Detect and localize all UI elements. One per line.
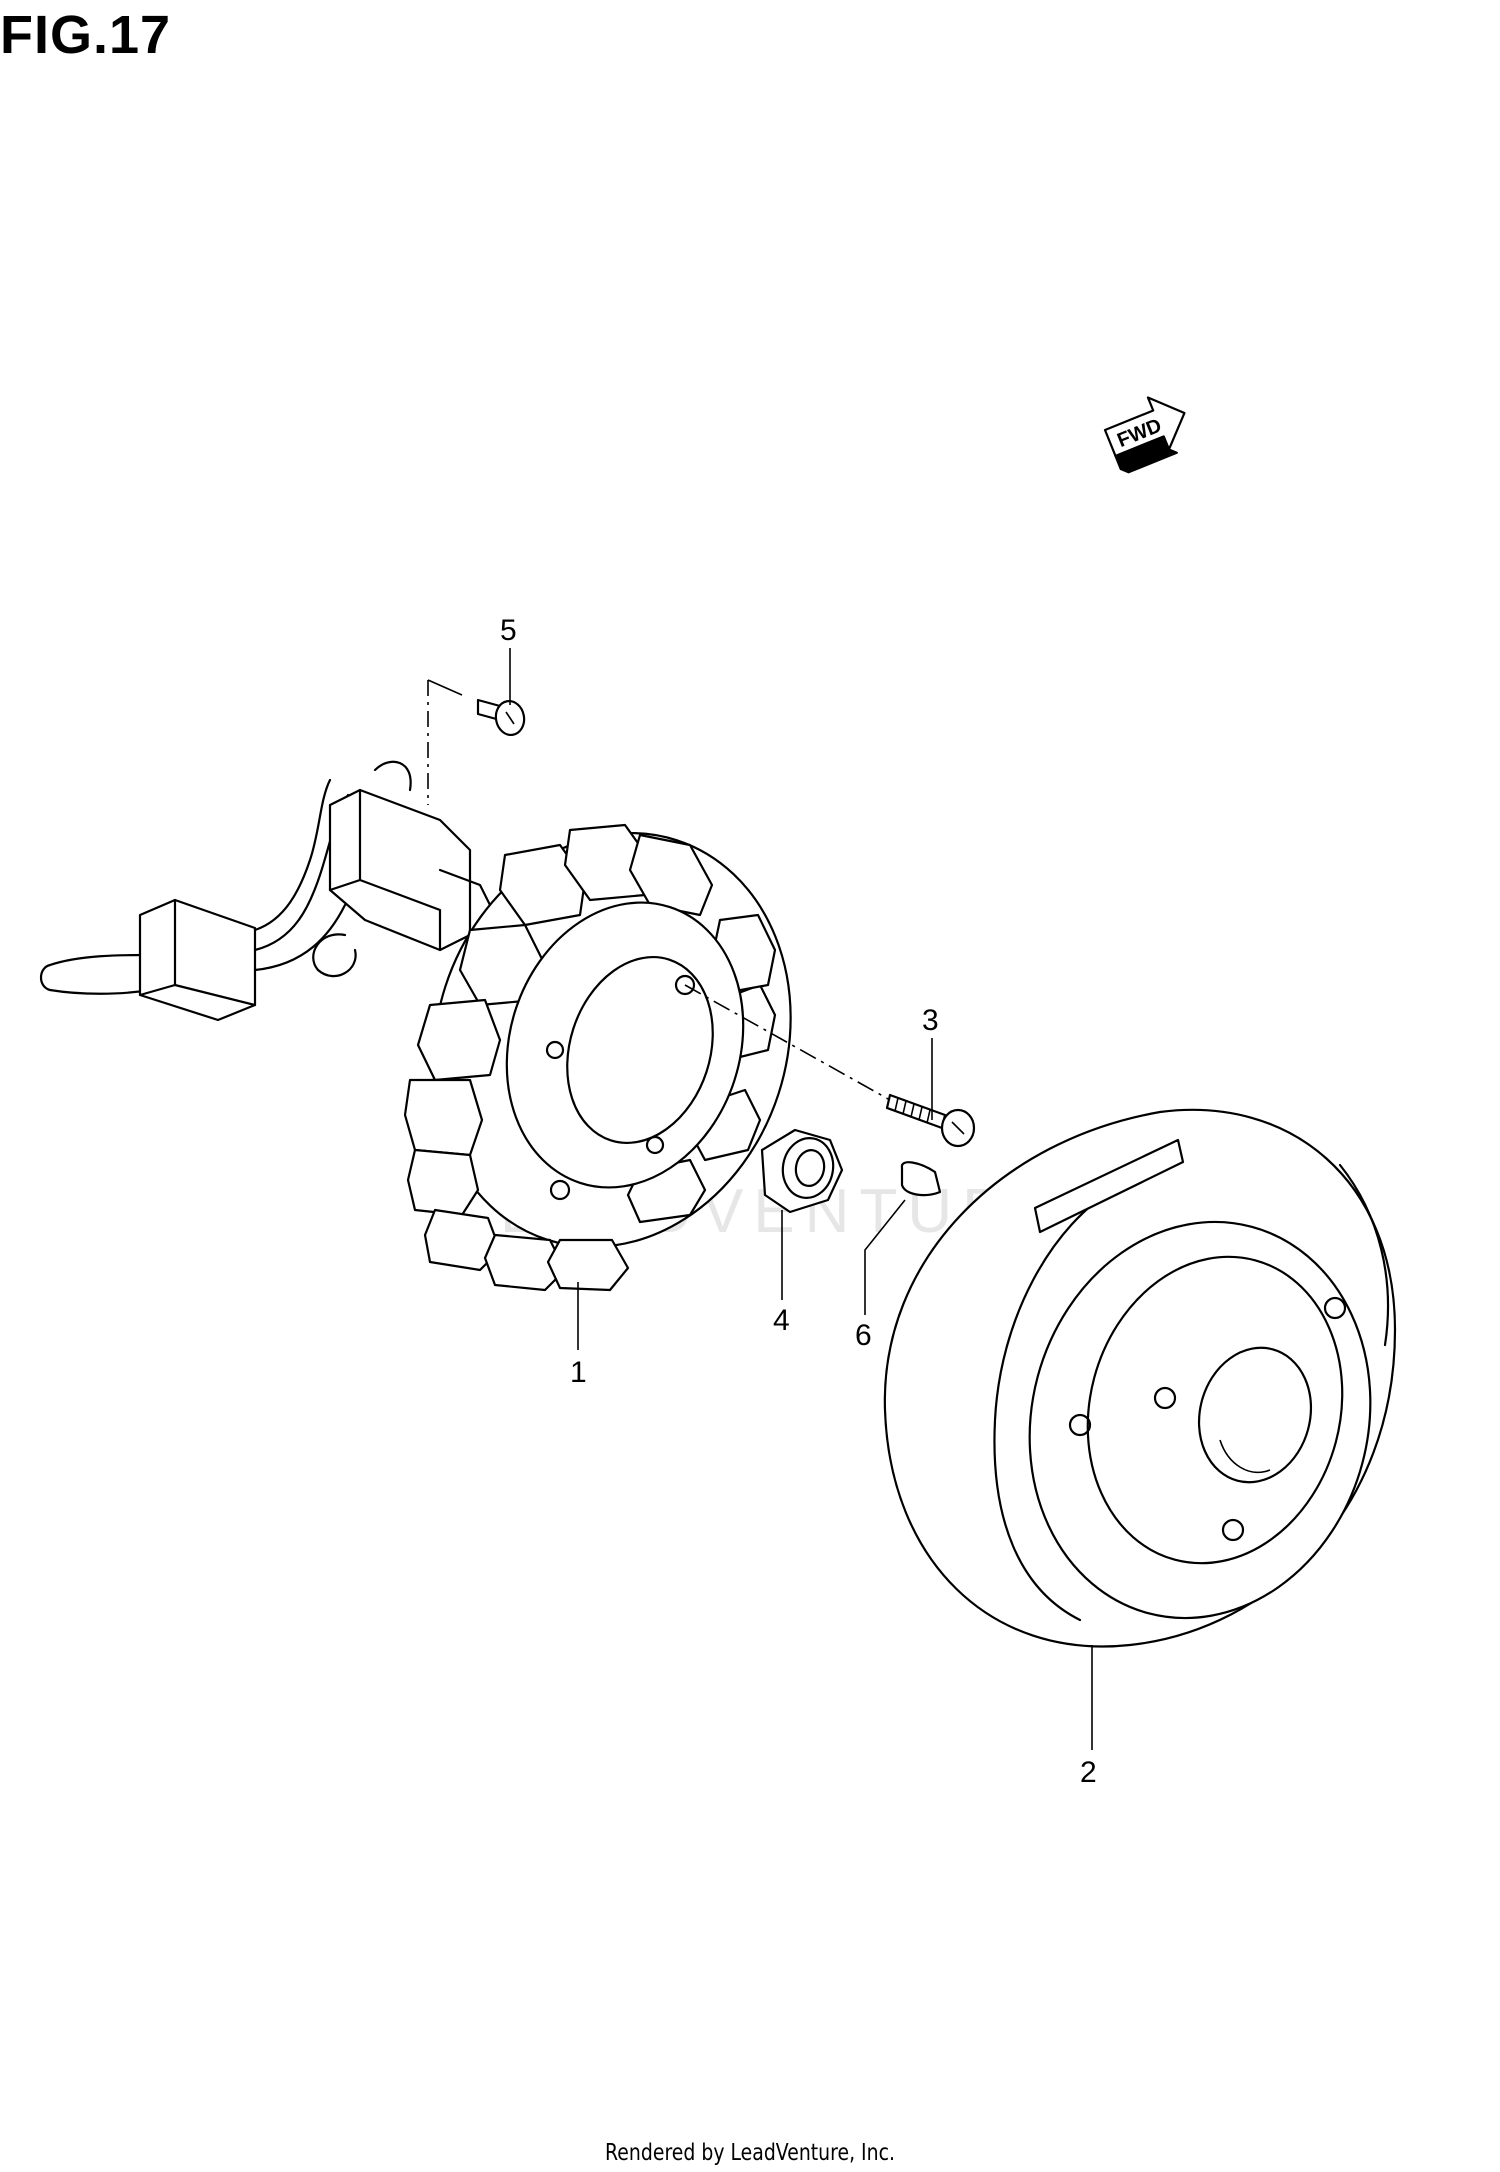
callout-2: 2 xyxy=(1080,1645,1097,1789)
callout-5: 5 xyxy=(500,614,517,705)
callout-label-4: 4 xyxy=(773,1304,790,1337)
screw-part-5 xyxy=(476,698,526,737)
callout-label-5: 5 xyxy=(500,614,517,647)
callout-3: 3 xyxy=(922,1004,939,1120)
callout-label-3: 3 xyxy=(922,1004,939,1037)
callout-label-2: 2 xyxy=(1080,1756,1097,1789)
callout-1: 1 xyxy=(570,1282,587,1389)
fwd-arrow-icon: FWD xyxy=(1103,396,1186,474)
stator-assembly xyxy=(39,760,792,1292)
figure-title: FIG.17 xyxy=(0,5,172,65)
callout-label-1: 1 xyxy=(570,1356,587,1389)
callout-6: 6 xyxy=(855,1199,906,1352)
render-credit: Rendered by LeadVenture, Inc. xyxy=(605,2140,895,2166)
screw-part-3 xyxy=(885,1093,976,1148)
key-part-6 xyxy=(900,1161,942,1197)
callout-4: 4 xyxy=(773,1210,790,1337)
rotor-flywheel xyxy=(883,1108,1397,1648)
nut-part-4 xyxy=(760,1128,844,1214)
callout-label-6: 6 xyxy=(855,1319,872,1352)
